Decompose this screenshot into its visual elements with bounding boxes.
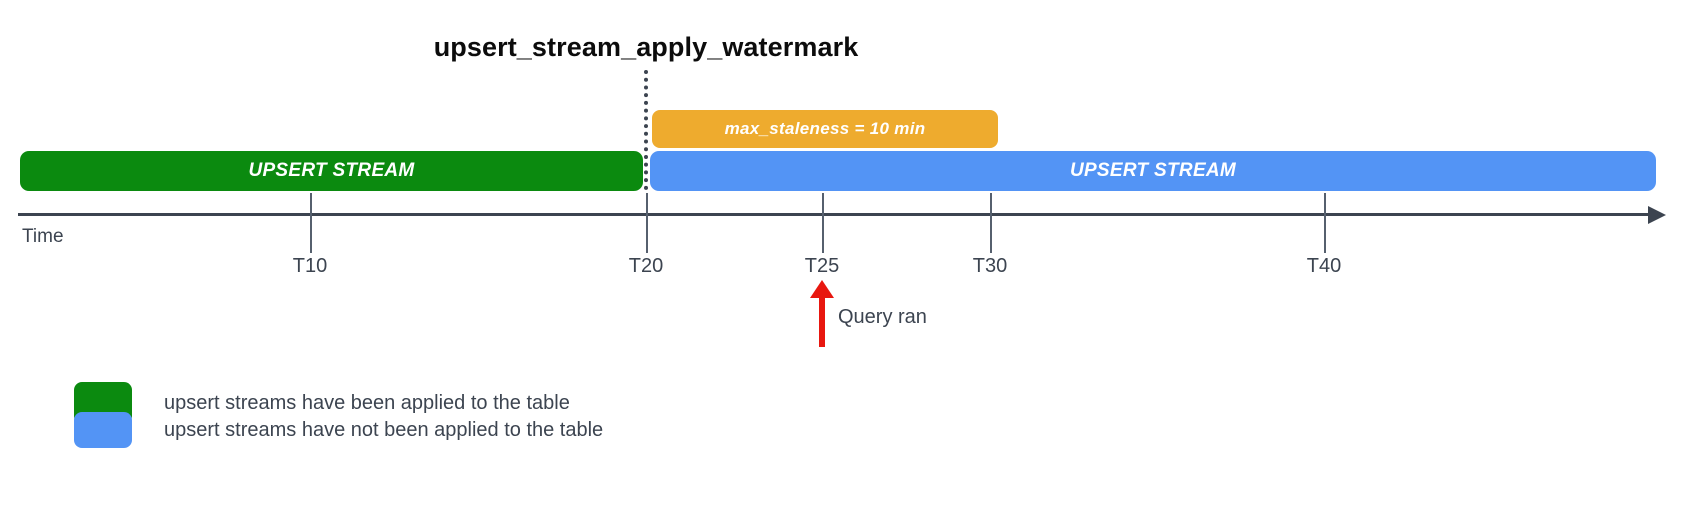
legend-swatch-not-applied — [74, 412, 132, 448]
query-ran-arrow-icon — [810, 280, 834, 298]
legend-label-applied: upsert streams have been applied to the … — [164, 391, 570, 414]
upsert-stream-not-applied-bar: UPSERT STREAM — [650, 151, 1656, 191]
query-ran-label: Query ran — [838, 306, 927, 328]
upsert-stream-applied-bar-label: UPSERT STREAM — [248, 160, 415, 181]
tick-mark-t20 — [646, 193, 648, 253]
legend-item-not-applied: upsert streams have not been applied to … — [74, 412, 603, 448]
tick-mark-t40 — [1324, 193, 1326, 253]
tick-mark-t30 — [990, 193, 992, 253]
time-axis-caption: Time — [22, 226, 64, 247]
tick-mark-t10 — [310, 193, 312, 253]
tick-label-t20: T20 — [628, 255, 664, 277]
tick-label-t30: T30 — [972, 255, 1008, 277]
query-ran-arrow-shaft — [819, 293, 825, 347]
page-title: upsert_stream_apply_watermark — [433, 32, 859, 62]
max-staleness-bar: max_staleness = 10 min — [652, 110, 998, 148]
tick-label-t25: T25 — [804, 255, 840, 277]
tick-label-t10: T10 — [292, 255, 328, 277]
time-axis-arrow-icon — [1648, 206, 1666, 224]
legend-label-not-applied: upsert streams have not been applied to … — [164, 418, 604, 441]
upsert-stream-applied-bar: UPSERT STREAM — [20, 151, 643, 191]
watermark-dotted-line — [644, 70, 648, 190]
time-axis-line — [18, 213, 1655, 216]
max-staleness-bar-label: max_staleness = 10 min — [724, 119, 926, 138]
tick-mark-t25 — [822, 193, 824, 253]
tick-label-t40: T40 — [1306, 255, 1342, 277]
upsert-stream-not-applied-bar-label: UPSERT STREAM — [1069, 160, 1237, 181]
